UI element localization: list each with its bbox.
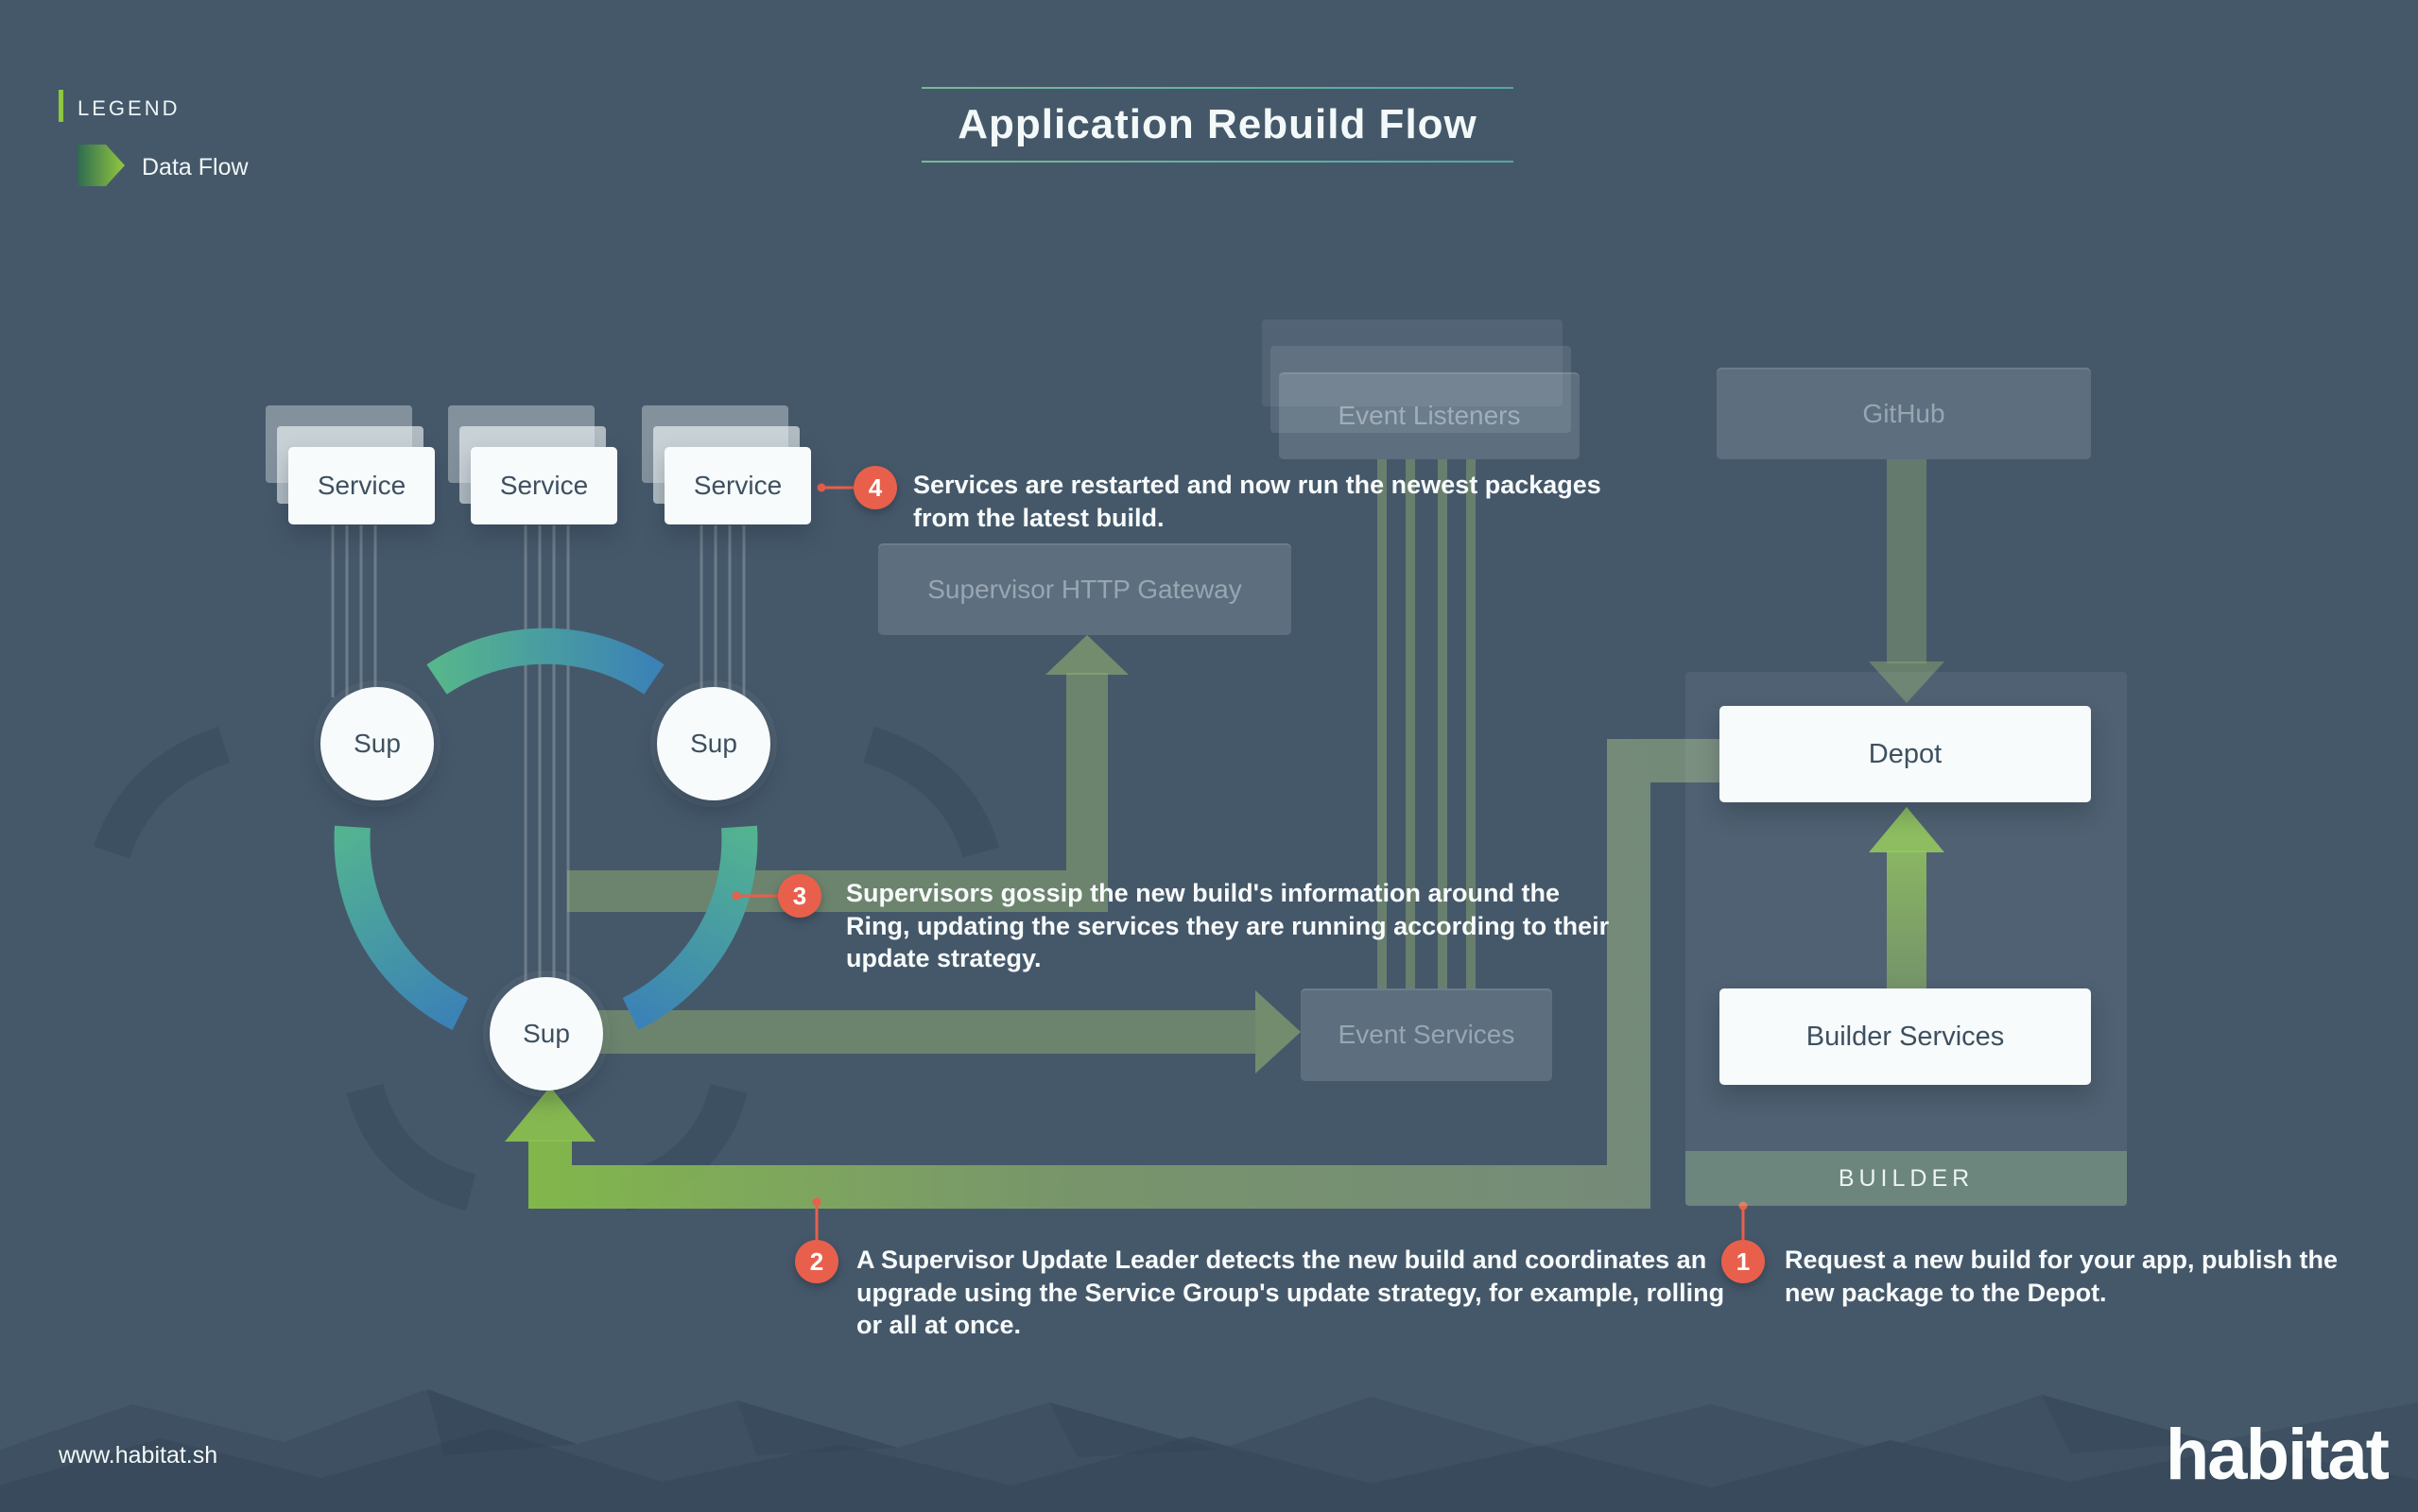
ring-to-gateway-flow (567, 673, 1108, 912)
title-underline (922, 161, 1513, 163)
service-stack-2: Service (471, 447, 617, 524)
sup-label: Sup (690, 729, 737, 758)
supervisor-node-right: Sup (657, 687, 770, 800)
callout-connectors (732, 483, 1748, 1240)
callout-3-number: 3 (792, 881, 807, 910)
supervisor-http-gateway-node: Supervisor HTTP Gateway (878, 543, 1291, 635)
depot-to-update-leader-flow (528, 739, 1732, 1209)
callout-4-marker: 4 (854, 466, 897, 509)
sup-label: Sup (354, 729, 401, 758)
event-listeners-card-back2 (1262, 319, 1563, 406)
callout-2-text: A Supervisor Update Leader detects the n… (856, 1246, 1725, 1340)
service-connection-lines (331, 525, 746, 987)
bright-data-flows (505, 739, 1944, 1209)
supervisor-http-gateway-label: Supervisor HTTP Gateway (927, 574, 1242, 604)
ring-arc-top (426, 627, 665, 695)
builder-services-to-depot-flow (1887, 850, 1926, 988)
update-leader-arrowhead-icon (505, 1087, 596, 1142)
ring-arc-right (622, 825, 758, 1031)
builder-panel-label: BUILDER (1838, 1164, 1975, 1192)
event-listeners-label: Event Listeners (1338, 401, 1521, 430)
gateway-arrowhead-icon (1045, 635, 1129, 675)
event-services-label: Event Services (1338, 1020, 1515, 1049)
service-label: Service (499, 471, 589, 500)
callout-4-text: Services are restarted and now run the n… (913, 471, 1601, 532)
ring-arcs (334, 627, 758, 1031)
depot-node: Depot (1719, 706, 2091, 802)
callout-1-text: Request a new build for your app, publis… (1785, 1246, 2339, 1307)
depot-label: Depot (1868, 738, 1943, 769)
callout-2-number: 2 (809, 1246, 824, 1276)
service-stack-3: Service (665, 447, 811, 524)
github-label: GitHub (1862, 398, 1945, 428)
builder-services-node: Builder Services (1719, 988, 2091, 1085)
event-services-node: Event Services (1301, 988, 1552, 1081)
footer-mountains (0, 1389, 2418, 1512)
habitat-logo: habitat (2165, 1415, 2390, 1495)
callout-3-text: Supervisors gossip the new build's infor… (846, 879, 1610, 973)
callout-1-marker: 1 (1721, 1240, 1765, 1283)
callout-3-marker: 3 (778, 874, 821, 918)
service-label: Service (693, 471, 783, 500)
depot-arrowhead-icon (1869, 807, 1944, 852)
page-title: Application Rebuild Flow (958, 101, 1477, 147)
builder-services-label: Builder Services (1805, 1021, 2005, 1052)
callout-1-number: 1 (1736, 1246, 1751, 1276)
listener-service-lines (1377, 459, 1476, 988)
github-arrowhead-icon (1869, 662, 1944, 703)
builder-panel-bar: BUILDER (1685, 1151, 2127, 1206)
event-services-arrowhead-icon (1255, 990, 1301, 1074)
title-overline (922, 87, 1513, 89)
github-node: GitHub (1717, 368, 2091, 459)
sup-label: Sup (523, 1019, 570, 1048)
legend-tick (59, 90, 63, 122)
supervisor-node-left: Sup (320, 687, 434, 800)
event-listeners-node: Event Listeners (1279, 372, 1580, 459)
service-label: Service (317, 471, 406, 500)
event-listeners-card-back1 (1270, 346, 1571, 433)
website-url: www.habitat.sh (59, 1442, 218, 1469)
legend-data-flow-label: Data Flow (142, 154, 249, 180)
supervisor-node-bottom: Sup (490, 977, 603, 1091)
ring-arc-left (334, 825, 469, 1031)
callout-2-marker: 2 (795, 1240, 838, 1283)
legend-heading: LEGEND (78, 96, 181, 120)
service-stack-1: Service (288, 447, 435, 524)
github-to-depot-flow (1887, 459, 1926, 663)
callout-4-number: 4 (868, 472, 883, 502)
